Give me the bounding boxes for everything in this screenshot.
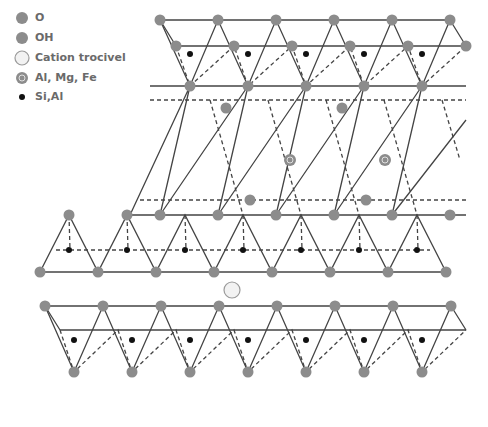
tetrahedra-back: [60, 330, 466, 372]
hydroxyl-atoms: [221, 103, 372, 206]
octahedra-back: [140, 100, 466, 215]
tetrahedra: [160, 20, 450, 86]
octahedral-cations: [284, 154, 391, 166]
tetrahedra: [40, 215, 446, 272]
hydroxyl-symbol: [16, 32, 28, 44]
exchangeable-cation: [224, 282, 240, 298]
legend-symbols: [15, 12, 29, 100]
tetrahedra-back: [56, 215, 430, 250]
legend-label: O: [33, 11, 46, 25]
bottom-tetrahedral-sheet: [45, 306, 466, 372]
top-tetrahedral-sheet: [160, 20, 466, 86]
octahedra: [130, 86, 466, 215]
oxygen-symbol: [16, 12, 28, 24]
lower-tetrahedral-sheet: [40, 215, 446, 272]
legend-label: Al, Mg, Fe: [33, 71, 99, 85]
tetrahedra-back: [176, 46, 466, 86]
silicon-symbol: [19, 94, 25, 100]
silicon-atoms: [66, 51, 425, 343]
octahedral-cation-ring: [19, 75, 25, 81]
octahedral-sheet: [130, 86, 466, 215]
tetrahedra: [45, 306, 451, 372]
legend-label: Cation trocivel: [33, 51, 128, 65]
sheet-plane: [160, 20, 466, 46]
legend-label: OH: [33, 31, 56, 45]
octahedral-cation-symbol: [16, 72, 28, 84]
legend-label: Si,Al: [33, 90, 65, 104]
oxygen-atoms: [35, 15, 472, 378]
sheet-plane: [130, 86, 466, 215]
cation-symbol: [15, 51, 29, 65]
